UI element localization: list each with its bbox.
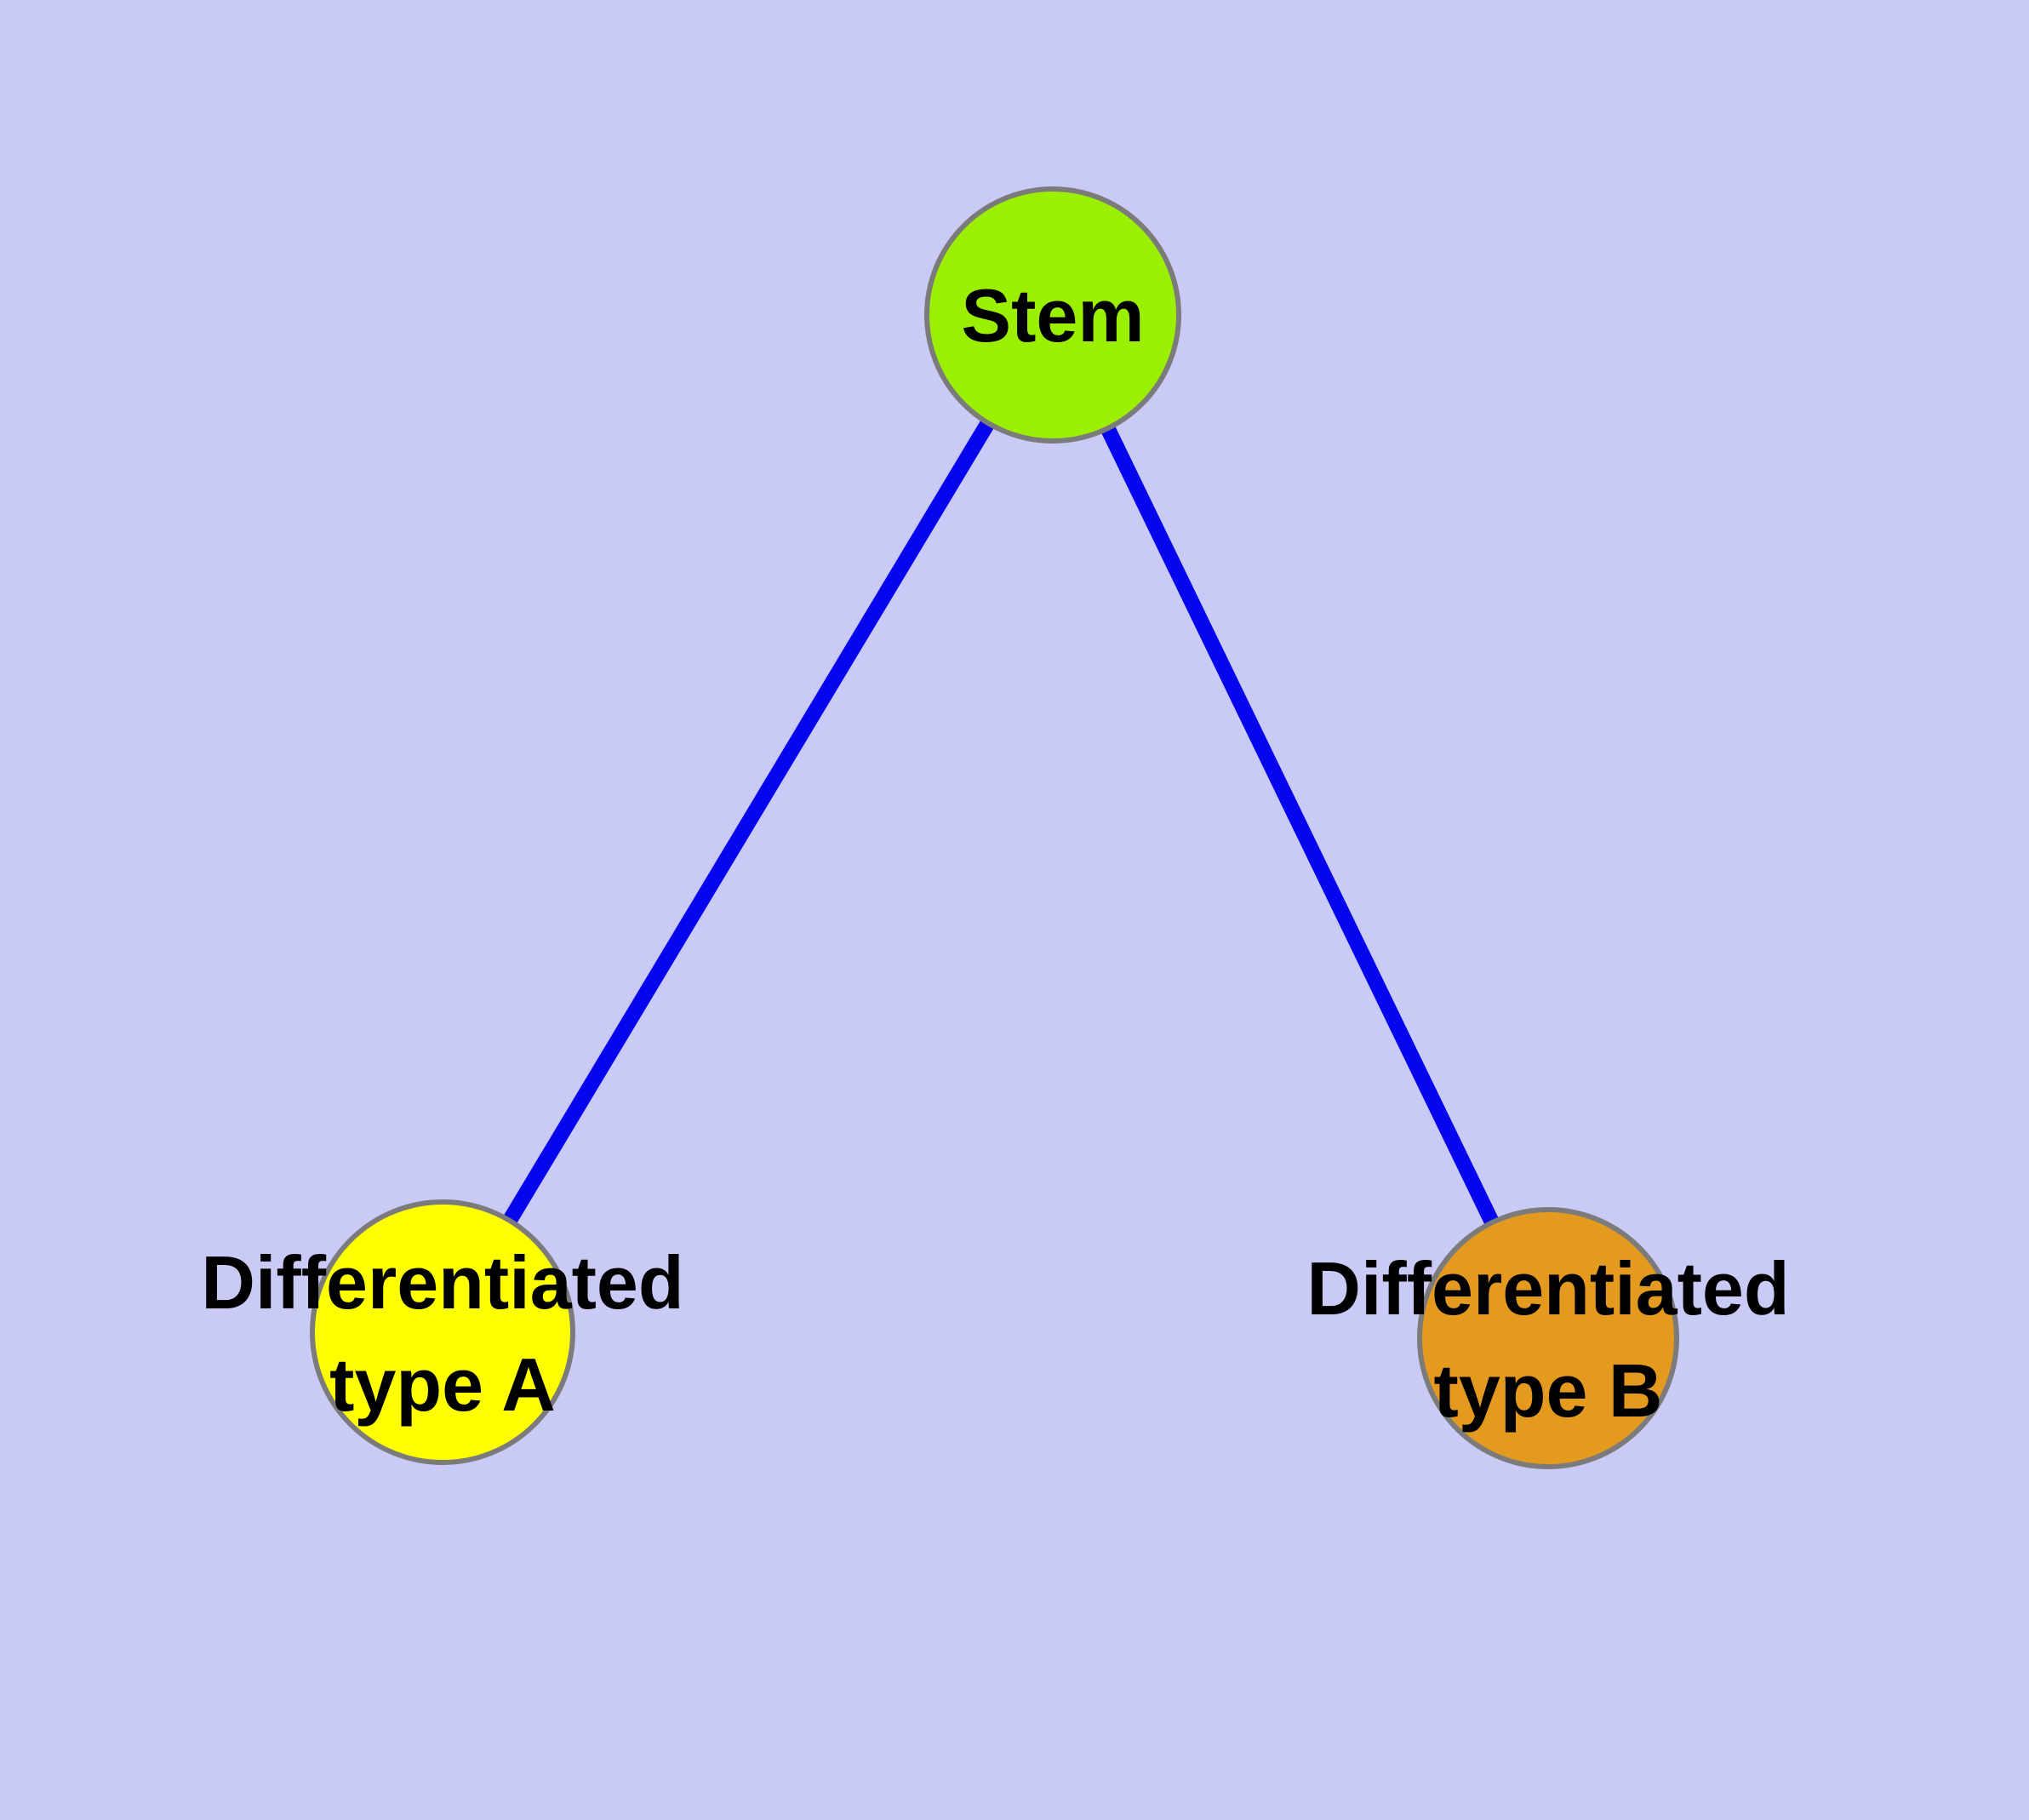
node-type-a-label-line1: Differentiated (201, 1240, 683, 1325)
node-type-b-label-line2: type B (1434, 1348, 1663, 1433)
node-differentiated-type-b (1417, 1207, 1679, 1469)
node-type-a-label-line2: type A (329, 1342, 556, 1427)
node-type-b-label-line1: Differentiated (1306, 1246, 1789, 1331)
edge-stem-to-type-b (1045, 312, 1556, 1342)
edge-stem-to-type-a (436, 311, 1060, 1336)
node-differentiated-type-a (310, 1199, 575, 1465)
node-stem-label: Stem (961, 273, 1144, 358)
node-stem (924, 186, 1181, 444)
